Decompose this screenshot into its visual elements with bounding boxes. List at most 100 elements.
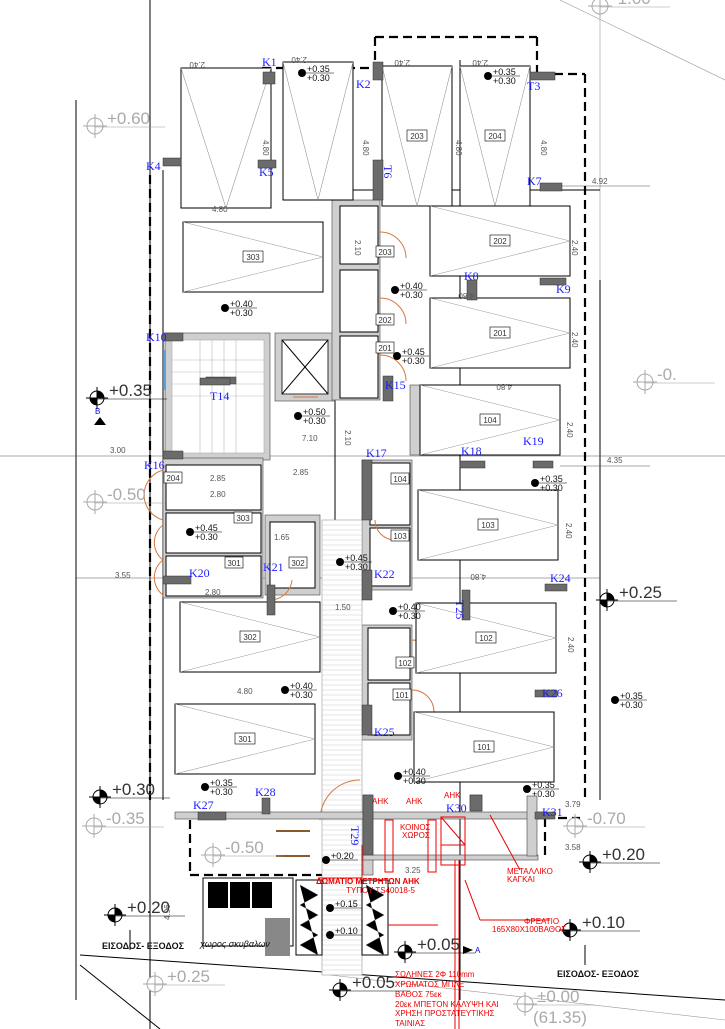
elevation-mark: -0.50 xyxy=(83,485,165,514)
dimension-label: 2.10 xyxy=(343,430,352,446)
storage-room: 202 xyxy=(375,313,395,326)
column-label: K21 xyxy=(263,560,284,574)
meter-room-type: ΤΥΠΟΥ TS40018-5 xyxy=(346,886,416,895)
dimension-label: 2.40 xyxy=(570,332,579,348)
parking-space: 301 xyxy=(174,703,316,775)
column-label: K19 xyxy=(523,434,544,448)
elevation-mark: +0.25 xyxy=(596,583,677,611)
spot-elevation: +0.20 xyxy=(322,851,358,864)
parking-space-number: 303 xyxy=(246,253,260,262)
elevation-mark: -0.35 xyxy=(82,809,164,838)
storage-room: 201 xyxy=(375,341,395,354)
spot-elevation-top: +0.35 xyxy=(540,474,563,484)
column-label: K16 xyxy=(144,458,165,472)
column-label: K26 xyxy=(542,686,563,700)
dimension-label: 2.40 xyxy=(564,523,573,539)
storage-room: 204 xyxy=(163,471,183,484)
elevation-mark: -0.70 xyxy=(563,809,645,838)
spot-elevation-bottom: +0.30 xyxy=(303,416,326,426)
structural-column xyxy=(361,569,373,601)
structural-column xyxy=(544,583,568,592)
elevation-mark: -1.00 xyxy=(588,0,670,18)
elevation-value: -0.50 xyxy=(225,838,264,857)
spot-elevation-top: +0.40 xyxy=(403,767,426,777)
spot-elevation-top: +0.45 xyxy=(345,553,368,563)
dimension-label: 2.85 xyxy=(293,468,309,477)
elevation-value: -0. xyxy=(657,365,677,384)
column-label: K20 xyxy=(189,566,210,580)
storage-room-number: 102 xyxy=(398,659,412,668)
parking-space: 302 xyxy=(179,601,321,673)
spot-elevation: +0.45+0.30 xyxy=(393,347,429,366)
spot-elevation-bottom: +0.30 xyxy=(402,356,425,366)
metal-gate-label: ΜΕΤΑΛΛΙΚΟ xyxy=(507,867,553,876)
structural-column xyxy=(372,159,384,201)
spot-elevation-bottom: +0.30 xyxy=(540,483,563,493)
spot-elevation-bottom: +0.30 xyxy=(290,690,313,700)
column-label: T6 xyxy=(381,165,395,178)
parking-space-number: 103 xyxy=(481,521,495,530)
column-label: K2 xyxy=(356,77,371,91)
spot-elevation-top: +0.20 xyxy=(331,851,354,861)
parking-space-number: 301 xyxy=(238,735,252,744)
storage-room-number: 203 xyxy=(378,248,392,257)
spot-elevation-bottom: +0.30 xyxy=(345,562,368,572)
spot-elevation: +0.50+0.30 xyxy=(294,407,330,426)
structural-column xyxy=(199,377,231,386)
structural-column xyxy=(362,794,374,856)
structural-column xyxy=(162,157,182,167)
column-label: K9 xyxy=(556,282,571,296)
structural-column xyxy=(162,450,184,460)
column-label: T25 xyxy=(453,600,467,619)
elevation-mark: (61.35) xyxy=(533,1008,587,1027)
spot-elevation-bottom: +0.30 xyxy=(493,76,516,86)
storage-room-number: 202 xyxy=(378,316,392,325)
storage-room-number: 201 xyxy=(378,344,392,353)
storage-room-number: 303 xyxy=(236,514,250,523)
storage-room: 103 xyxy=(390,529,410,542)
elevation-value: -0.50 xyxy=(107,485,146,504)
elevation-mark: +0.05 xyxy=(394,935,475,963)
column-label: T14 xyxy=(210,389,229,403)
column-label: K8 xyxy=(464,269,479,283)
dimension-label: 4.80 xyxy=(237,687,253,696)
dimension-label: 4.35 xyxy=(607,456,623,465)
spot-elevation: +0.35+0.30 xyxy=(523,780,559,799)
column-label: K24 xyxy=(550,571,571,585)
dimension-label: 1.65 xyxy=(274,533,290,542)
elevation-value: +0.25 xyxy=(619,583,662,602)
column-label: K7 xyxy=(527,174,542,188)
manhole-label: ΦΡΕΑΤΙΟ xyxy=(524,917,559,926)
entrance-exit-left: ΕΙΣΟΔΟΣ- ΕΞΟΔΟΣ xyxy=(102,941,185,951)
ahk-label: ΑΗΚ xyxy=(406,797,423,806)
dimension-label: 4.96 xyxy=(163,904,172,920)
spot-elevation-bottom: +0.30 xyxy=(400,290,423,300)
structural-column xyxy=(529,71,556,81)
elevation-value: (61.35) xyxy=(533,1008,587,1027)
structural-column xyxy=(532,460,554,469)
elevation-mark: ±0.00 xyxy=(513,987,595,1016)
spot-elevation-bottom: +0.30 xyxy=(195,532,218,542)
elevation-value: +0.30 xyxy=(112,780,155,799)
section-a-marker: A xyxy=(475,946,481,955)
elevation-value: -0.70 xyxy=(587,809,626,828)
structural-column xyxy=(197,811,227,821)
structural-column xyxy=(534,811,556,820)
parking-space-number: 203 xyxy=(410,132,424,141)
parking-space: 202 xyxy=(429,205,571,277)
spot-elevation-bottom: +0.30 xyxy=(230,308,253,318)
section-arrow-icon xyxy=(94,417,106,425)
elevation-mark: +0.05 xyxy=(329,973,410,1001)
spot-elevation: +0.35+0.30 xyxy=(611,691,647,710)
elevation-value: -0.35 xyxy=(106,809,145,828)
dimension-label: 2.85 xyxy=(210,474,226,483)
storage-room: 203 xyxy=(375,245,395,258)
structural-column xyxy=(257,159,277,169)
storage-room-number: 302 xyxy=(291,559,305,568)
structural-column xyxy=(162,332,184,342)
column-label: K10 xyxy=(146,330,167,344)
elevation-value: -1.00 xyxy=(612,0,651,8)
dimension-label: 4.80 xyxy=(458,291,474,300)
dimension-label: 7.10 xyxy=(302,434,318,443)
structural-column xyxy=(261,797,271,815)
